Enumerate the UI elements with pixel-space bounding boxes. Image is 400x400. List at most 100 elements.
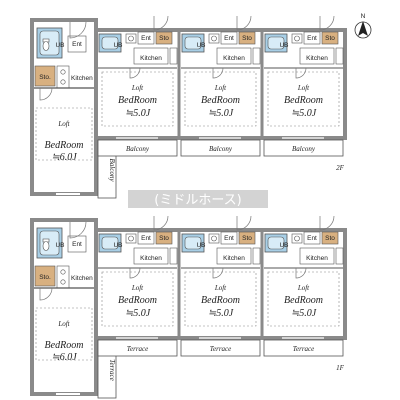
unit-ent-box: [137, 31, 155, 45]
unit-bedroom-size: ≒5.0J: [208, 108, 234, 119]
left-sto-label: Sto.: [39, 274, 51, 281]
left-ub-label: UB: [55, 42, 64, 49]
unit-outdoor-strip: [263, 139, 344, 157]
watermark-bg: [128, 190, 268, 208]
unit-outdoor-label: Terrace: [210, 345, 232, 353]
watermark: (ミドルホース): [128, 190, 268, 208]
unit-sto-label: Sto: [325, 235, 335, 242]
left-bedroom-size: ≒6.0J: [51, 152, 77, 163]
unit-ub-label: UB: [279, 242, 288, 249]
sink-basin: [128, 35, 134, 42]
left-sto-label: Sto.: [39, 74, 51, 81]
unit-sink-icon: [208, 33, 220, 44]
unit-ub-label: UB: [279, 42, 288, 49]
sink-counter: [291, 233, 303, 244]
unit-kitchen-counter: [133, 247, 169, 265]
unit-bathtub: [98, 233, 122, 253]
unit-ent-box: [220, 231, 238, 245]
unit-ent-box: [137, 231, 155, 245]
unit-sink-icon: [291, 33, 303, 44]
unit-bathtub: [181, 33, 205, 53]
left-entry-door-icon: [69, 21, 87, 39]
unit-bedroom-size: ≒5.0J: [291, 108, 317, 119]
unit-ent-label: Ent: [307, 35, 317, 42]
sink-counter: [291, 33, 303, 44]
unit-bedroom-label: BedRoom: [284, 95, 323, 106]
sink-basin: [128, 235, 134, 242]
left-stove-icon: [60, 69, 66, 75]
unit-outdoor-strip: [263, 339, 344, 357]
left-stove-icon: [60, 279, 66, 285]
unit-bedroom-size: ≒5.0J: [125, 308, 151, 319]
unit-entry-door-icon: [153, 15, 169, 31]
sink-basin: [211, 235, 217, 242]
left-ub-label: UB: [55, 242, 64, 249]
unit-fridge-icon: [169, 47, 178, 65]
unit-storage: [155, 231, 173, 245]
unit-ub-label: UB: [113, 242, 122, 249]
unit-entry-door-icon: [319, 15, 335, 31]
unit-ent-label: Ent: [141, 235, 151, 242]
left-room-door-icon: [39, 287, 53, 301]
unit-room-door-icon: [129, 67, 141, 79]
left-kitchen-label: Kitchen: [71, 275, 93, 282]
unit-ub-label: UB: [196, 42, 205, 49]
unit-kitchen-counter: [133, 47, 169, 65]
unit-outdoor-label: Balcony: [126, 145, 150, 153]
unit-storage: [238, 231, 256, 245]
bathtub-basin: [184, 236, 202, 250]
unit-ent-box: [303, 31, 321, 45]
unit-outdoor-strip: [180, 139, 261, 157]
left-loft-label: Loft: [57, 320, 70, 328]
left-loft-outline: [35, 107, 93, 161]
unit-room-door-icon: [212, 67, 224, 79]
unit-loft-outline: [184, 271, 257, 327]
left-ent-box: [67, 35, 87, 53]
unit-kitchen-label: Kitchen: [140, 255, 162, 262]
unit-sto-label: Sto: [242, 35, 252, 42]
unit-kitchen-label: Kitchen: [223, 55, 245, 62]
unit-kitchen-label: Kitchen: [306, 55, 328, 62]
left-bedroom-label: BedRoom: [45, 340, 84, 351]
unit-ent-label: Ent: [141, 35, 151, 42]
left-ent-label: Ent: [72, 241, 82, 248]
unit-kitchen-counter: [299, 247, 335, 265]
unit-bedroom-size: ≒5.0J: [208, 308, 234, 319]
unit-room-door-icon: [129, 267, 141, 279]
floor-label: 1F: [336, 364, 345, 372]
unit-room-door-icon: [295, 67, 307, 79]
unit-loft-label: Loft: [214, 84, 227, 92]
sink-counter: [125, 233, 137, 244]
unit-kitchen-label: Kitchen: [306, 255, 328, 262]
compass: N: [354, 13, 372, 39]
unit-bathtub: [264, 33, 288, 53]
unit-entry-door-icon: [319, 215, 335, 231]
unit-loft-outline: [267, 271, 340, 327]
sink-basin: [211, 35, 217, 42]
unit-bedroom-size: ≒5.0J: [125, 108, 151, 119]
left-storage: [34, 65, 56, 87]
left-toilet-icon: [42, 238, 50, 251]
unit-bedroom-label: BedRoom: [118, 95, 157, 106]
left-bedroom-label: BedRoom: [45, 140, 84, 151]
sink-counter: [208, 233, 220, 244]
unit-storage: [321, 31, 339, 45]
unit-storage: [321, 231, 339, 245]
unit-ent-label: Ent: [224, 35, 234, 42]
unit-loft-label: Loft: [297, 284, 310, 292]
unit-ub-label: UB: [196, 242, 205, 249]
unit-entry-door-icon: [236, 215, 252, 231]
left-stove-icon: [60, 269, 66, 275]
bathtub-basin: [184, 36, 202, 50]
unit-bathtub: [98, 33, 122, 53]
left-toilet-icon: [42, 38, 50, 51]
left-outdoor-label: Terrace: [108, 359, 116, 381]
